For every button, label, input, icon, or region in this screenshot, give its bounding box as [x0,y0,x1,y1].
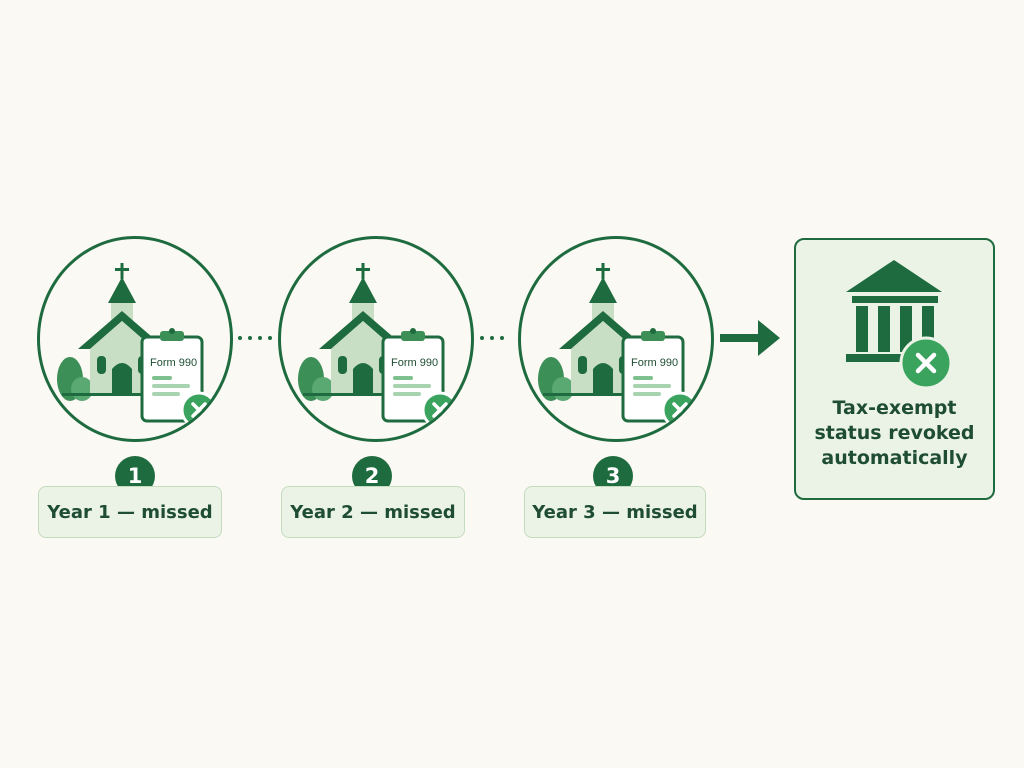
close-icon [661,391,699,429]
result-card: Tax-exempt status revoked automatically [794,238,995,500]
form-label: Form 990 [631,357,678,369]
result-text: Tax-exempt status revoked automatically [796,396,993,471]
church-icon [57,263,172,401]
step-1-illustration: Form 990 [37,236,233,442]
step-3-illustration: Form 990 [518,236,714,442]
step-2-illustration: Form 990 [278,236,474,442]
connector-dots [480,336,504,340]
church-icon [298,263,413,401]
result-line-2: status revoked [814,422,975,444]
step-1-label: Year 1 — missed [38,486,222,538]
government-building-icon [846,260,942,362]
close-icon [899,336,953,390]
form-label: Form 990 [150,357,197,369]
step-2-label: Year 2 — missed [281,486,465,538]
result-line-3: automatically [821,447,968,469]
form-label: Form 990 [391,357,438,369]
step-3-label: Year 3 — missed [524,486,706,538]
result-line-1: Tax-exempt [832,397,957,419]
close-icon [180,391,218,429]
connector-dots [238,336,272,340]
arrow-right-icon [720,320,780,356]
close-icon [421,391,459,429]
